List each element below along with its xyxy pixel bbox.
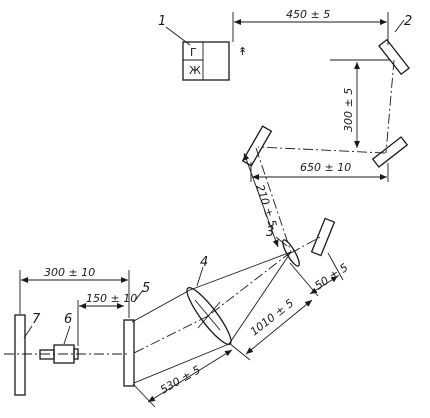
ray-top [189,251,292,291]
ext-530-left [132,383,156,408]
screen-7-body [14,314,26,396]
dim-line-50 [309,275,339,295]
dim-line-210 [243,152,279,248]
dim-line-530 [147,349,233,403]
leader-7 [23,325,33,339]
plate-5-body [123,319,135,387]
generator-symbol-top: Г [190,46,197,59]
label-3: 3 [266,225,274,240]
dim-50: 50 ± 5 [312,261,350,293]
lens-4: 4 [186,255,232,346]
mirror-d-body [310,217,336,257]
ext-1010-left [228,342,251,361]
leader-1 [165,26,191,46]
lens-4-cross-a [194,299,221,331]
mirror-2: 2 [378,14,412,76]
label-7: 7 [32,312,41,327]
ray-4-to-5-top [131,289,191,323]
detector-6-rear [39,349,55,360]
label-5: 5 [142,281,150,296]
beam-2-to-mirror-b [385,59,395,154]
detector-6-front [73,348,79,360]
lens-3: 3 [266,225,300,267]
mirror-c-body [241,125,273,167]
dim-1010: 1010 ± 5 [248,297,296,339]
mirror-2-body [378,38,410,76]
plate-5: 5 [123,281,150,387]
ext-50-right [327,252,344,281]
lens-4-cross-b [197,301,221,329]
beam-lens-3-to-mirror-d [290,235,323,254]
generator-symbol-bottom: Ж [189,64,201,77]
ray-bottom [228,251,292,345]
emission-symbol: ↟ [238,45,247,58]
dim-650: 650 ± 10 [300,161,351,174]
label-6: 6 [64,312,72,327]
mirror-b [371,136,409,168]
leader-3 [275,236,288,247]
mirror-d [310,217,336,257]
mirror-b-body [371,136,409,168]
leader-5 [133,289,144,303]
leader-2 [394,19,405,33]
label-4: 4 [200,255,208,270]
dim-300-horizontal: 300 ± 10 [44,266,95,279]
leader-6 [63,325,71,345]
detector-6: 6 [39,312,79,364]
leader-4 [196,266,204,287]
dim-300-vertical: 300 ± 5 [342,88,355,132]
dim-150: 150 ± 10 [86,292,137,305]
screen-7: 7 [14,312,41,396]
beam-b-to-mirror-c [257,146,386,154]
laser-housing [182,41,230,81]
beam-axis-4-to-5 [131,315,209,355]
dim-line-1010 [245,299,313,355]
dim-530: 530 ± 5 [158,363,203,396]
laser-source: Г Ж ↟ 1 [158,14,247,81]
mirror-c [241,125,273,167]
dim-450: 450 ± 5 [286,8,330,21]
label-2: 2 [404,14,412,29]
lens-4-body [186,286,232,346]
label-1: 1 [158,14,166,29]
